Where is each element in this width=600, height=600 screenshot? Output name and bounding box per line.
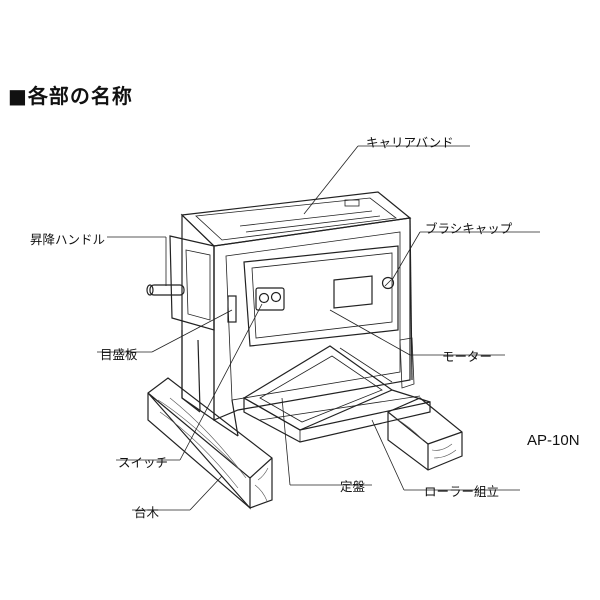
- label-brush-cap: ブラシキャップ: [425, 221, 513, 236]
- label-lift-handle: 昇降ハンドル: [30, 232, 106, 247]
- section-heading: ■各部の名称: [8, 84, 133, 108]
- label-scale-plate: 目盛板: [100, 347, 138, 362]
- label-motor: モーター: [442, 349, 493, 364]
- label-wood-base: 台木: [134, 505, 160, 520]
- leader-lines: [97, 145, 540, 511]
- table-and-roller: [242, 345, 431, 443]
- label-switch: スイッチ: [118, 455, 169, 470]
- label-carrier-band: キャリアバンド: [366, 135, 454, 150]
- label-table: 定盤: [340, 479, 366, 494]
- planer-body: [146, 191, 415, 437]
- label-roller-assembly: ローラー組立: [424, 484, 500, 499]
- wood-base-blocks: [147, 377, 463, 510]
- model-number: AP-10N: [527, 432, 580, 449]
